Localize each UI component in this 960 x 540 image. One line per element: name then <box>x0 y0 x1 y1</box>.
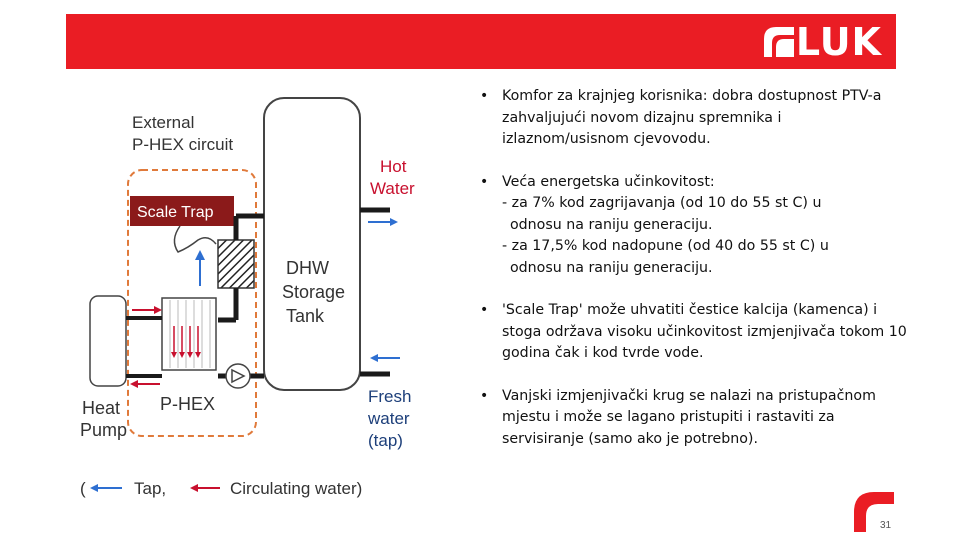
bullet-line: Vanjski izmjenjivački krug se nalazi na … <box>502 387 876 404</box>
bullet-dot-icon: • <box>480 173 489 190</box>
page-corner-mark-icon <box>854 492 894 532</box>
bullet-line: zahvaljujući novom dizajnu spremnika i <box>502 109 782 126</box>
fresh-water-arrow-icon <box>370 354 378 362</box>
scale-trap-pointer <box>173 225 217 253</box>
sub-bullet: - za 17,5% kod nadopune (od 40 do 55 st … <box>502 236 918 279</box>
phex-red-arrowheads-icon <box>171 352 201 358</box>
legend-circulating: Circulating water) <box>230 479 362 498</box>
hp-red-arrow-icon <box>154 306 162 314</box>
scale-trap-filter <box>217 239 255 289</box>
phex-plates <box>169 300 211 368</box>
phex-exchanger <box>161 297 217 371</box>
hot-water-label-2: Water <box>370 179 415 198</box>
sub-bullet-cont: odnosu na raniju generaciju. <box>510 216 713 233</box>
legend-tap-arrow-icon <box>90 484 98 492</box>
bullet-dot-icon: • <box>480 88 489 104</box>
dhw-storage-tank <box>263 97 361 391</box>
dhw-label-2: Storage <box>282 282 345 302</box>
pump-triangle-icon <box>231 368 246 384</box>
bullet-item: • Komfor za krajnjeg korisnika: dobra do… <box>478 86 918 151</box>
flow-arrow-up-icon <box>195 250 205 260</box>
sub-bullet: - za 7% kod zagrijavanja (od 10 do 55 st… <box>502 193 918 236</box>
logo-text: LUK <box>795 20 882 64</box>
page-number: 31 <box>880 520 892 531</box>
phex-label: P-HEX <box>160 394 215 414</box>
fresh-label-2: water <box>367 409 410 428</box>
header-bar: LUK <box>66 14 896 69</box>
luk-logo: LUK <box>762 23 882 61</box>
bullet-item: • Vanjski izmjenjivački krug se nalazi n… <box>478 386 918 451</box>
bullet-line: Komfor za krajnjeg korisnika: dobra dost… <box>502 88 882 104</box>
fresh-label-3: (tap) <box>368 431 403 450</box>
scale-trap-box <box>130 196 234 226</box>
hot-water-arrow-icon <box>390 218 398 226</box>
bullet-line: servisiranje (samo ako je potrebno). <box>502 430 758 447</box>
bullet-line: izlaznom/usisnom cjevovodu. <box>502 131 711 147</box>
bullet-line: mjestu i može se lagano pristupiti i ras… <box>502 409 835 425</box>
external-label-2: P-HEX circuit <box>132 135 233 154</box>
bullet-item: • 'Scale Trap' može uhvatiti čestice kal… <box>478 300 918 365</box>
external-circuit-boundary <box>127 169 257 437</box>
circulation-pump-icon <box>225 363 251 389</box>
bullet-line: Veća energetska učinkovitost: <box>502 173 715 190</box>
legend-tap: Tap, <box>134 479 166 498</box>
heat-pump-label-2: Pump <box>80 420 127 440</box>
dhw-system-diagram: External P-HEX circuit DHW Storage Tank … <box>80 97 415 498</box>
bullet-line: godina čak i kod tvrde vode. <box>502 345 704 361</box>
hot-water-label-1: Hot <box>380 157 407 176</box>
sub-bullet-cont: odnosu na raniju generaciju. <box>510 259 713 276</box>
sub-bullet-first: - za 17,5% kod nadopune (od 40 do 55 st … <box>502 238 829 254</box>
bullet-line: stoga održava visoku učinkovitost izmjen… <box>502 323 907 340</box>
sub-bullet-first: - za 7% kod zagrijavanja (od 10 do 55 st… <box>502 195 822 211</box>
dhw-label-3: Tank <box>286 306 325 326</box>
phex-red-arrows <box>173 326 199 354</box>
fresh-label-1: Fresh <box>368 387 411 406</box>
bullet-dot-icon: • <box>480 302 489 318</box>
luk-logo-mark-icon <box>763 27 794 57</box>
legend-circ-arrow-icon <box>190 484 198 492</box>
heat-pump-unit <box>89 295 127 387</box>
dhw-label-1: DHW <box>286 258 329 278</box>
bullet-list: • Komfor za krajnjeg korisnika: dobra do… <box>478 86 918 471</box>
external-label-1: External <box>132 113 194 132</box>
hp-red-return-icon <box>130 380 138 388</box>
scale-trap-label: Scale Trap <box>137 204 214 221</box>
bullet-line: 'Scale Trap' može uhvatiti čestice kalci… <box>502 302 878 318</box>
bullet-item: • Veća energetska učinkovitost: - za 7% … <box>478 172 918 280</box>
bullet-dot-icon: • <box>480 387 489 404</box>
legend-open-paren: ( <box>80 479 86 498</box>
heat-pump-label-1: Heat <box>82 398 120 418</box>
